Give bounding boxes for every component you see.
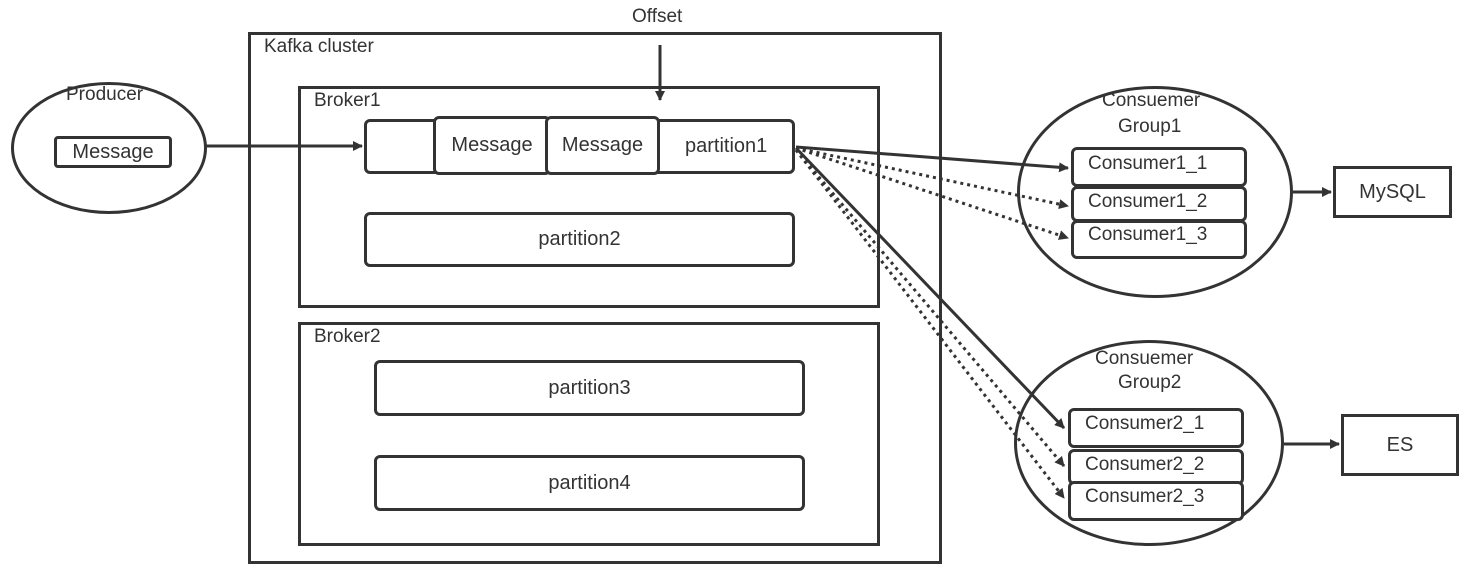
consumer1-3-box: Consumer1_3 [1071, 220, 1247, 259]
es-box: ES [1341, 414, 1459, 476]
partition1-message-1-label: Message [451, 134, 533, 156]
consumer2-3-label: Consumer2_3 [1085, 486, 1205, 507]
broker1-label: Broker1 [314, 90, 381, 111]
consumer-group1-label-line2: Group1 [1118, 116, 1182, 137]
consumer2-2-label: Consumer2_2 [1085, 454, 1205, 475]
partition2-label: partition2 [538, 228, 621, 250]
producer-label: Producer [66, 84, 144, 105]
mysql-label: MySQL [1359, 180, 1426, 203]
partition2-box: partition2 [364, 212, 795, 267]
consumer-group2-label-line1: Consuemer [1095, 348, 1194, 369]
partition3-label: partition3 [548, 376, 631, 399]
consumer1-1-box: Consumer1_1 [1071, 147, 1247, 187]
partition3-box: partition3 [374, 360, 805, 416]
partition1-message-2: Message [545, 116, 660, 175]
mysql-box: MySQL [1333, 166, 1452, 218]
producer-message-box: Message [54, 136, 172, 168]
partition4-label: partition4 [548, 471, 631, 494]
consumer2-2-box: Consumer2_2 [1068, 449, 1244, 485]
partition1-label: partition1 [685, 135, 768, 157]
consumer2-1-box: Consumer2_1 [1068, 408, 1244, 448]
consumer1-2-label: Consumer1_2 [1088, 191, 1208, 212]
consumer-group2-label-line2: Group2 [1118, 372, 1182, 393]
consumer1-1-label: Consumer1_1 [1088, 153, 1208, 174]
broker2-label: Broker2 [314, 326, 381, 347]
consumer1-3-label: Consumer1_3 [1088, 224, 1208, 245]
kafka-cluster-label: Kafka cluster [264, 36, 374, 57]
partition1-message-1: Message [433, 116, 551, 175]
broker2 [298, 322, 880, 546]
consumer2-3-box: Consumer2_3 [1068, 481, 1244, 521]
offset-label: Offset [632, 6, 683, 27]
partition1-message-2-label: Message [561, 134, 644, 156]
es-label: ES [1386, 433, 1414, 456]
producer-message-label: Message [72, 140, 154, 163]
consumer-group1-label-line1: Consuemer [1102, 90, 1201, 111]
partition4-box: partition4 [374, 455, 805, 511]
consumer2-1-label: Consumer2_1 [1085, 413, 1205, 434]
consumer1-2-box: Consumer1_2 [1071, 186, 1247, 222]
